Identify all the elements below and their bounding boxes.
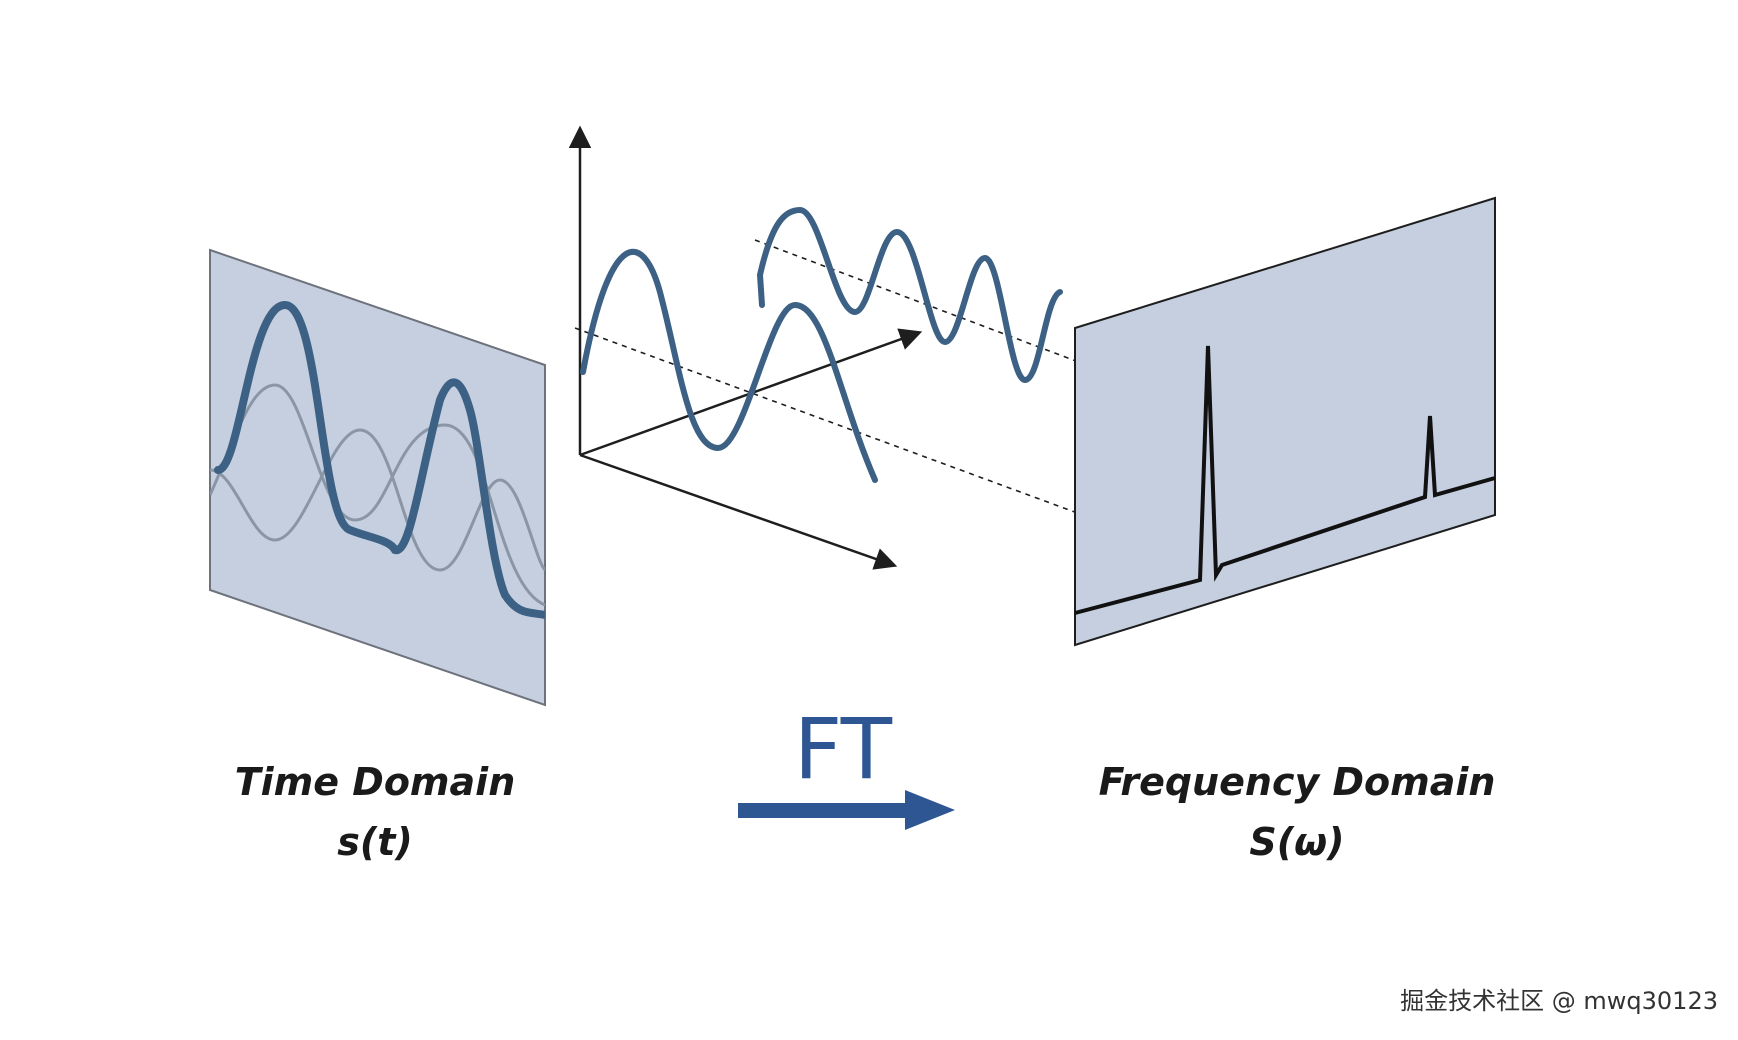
component-wave-high-frequency <box>210 428 545 572</box>
fourier-transform-arrow: FT <box>738 700 955 830</box>
frequency-domain-panel <box>1074 196 1496 647</box>
high-frequency-sine <box>757 206 1063 384</box>
composite-signal-wave <box>214 300 545 619</box>
transform-arrow-shape <box>738 790 955 830</box>
transform-label: FT <box>794 700 893 798</box>
time-axis <box>579 453 898 570</box>
time-domain-title: Time Domain <box>235 760 516 804</box>
low-frequency-sine <box>580 248 878 483</box>
frequency-domain-title: Frequency Domain <box>1099 760 1496 804</box>
high-frequency-sine-start-tick <box>757 272 765 308</box>
watermark: 掘金技术社区 @ mwq30123 <box>1400 987 1718 1015</box>
time-domain-plane <box>209 248 546 707</box>
frequency-spectrum-line <box>1074 345 1496 615</box>
time-domain-panel <box>209 248 546 707</box>
frequency-domain-plane <box>1074 196 1496 647</box>
time-domain-symbol: s(t) <box>337 820 413 864</box>
frequency-domain-symbol: S(ω) <box>1249 820 1344 864</box>
